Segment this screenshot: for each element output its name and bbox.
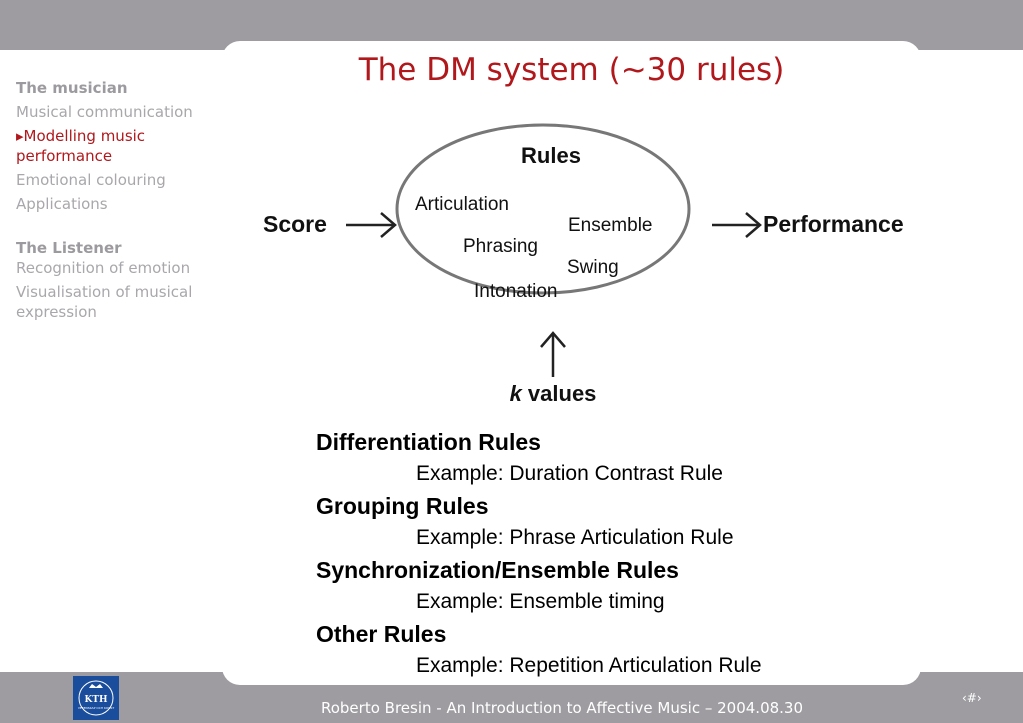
performance-label: Performance	[763, 211, 904, 237]
rule-group-title: Grouping Rules	[316, 493, 489, 519]
rule-label-ensemble: Ensemble	[568, 215, 653, 236]
score-label: Score	[263, 211, 327, 237]
sidebar-item-applications[interactable]: Applications	[16, 195, 108, 213]
page-number: ‹#›	[962, 691, 982, 705]
sidebar-item-modelling-music-performance[interactable]: ▸Modelling music performance	[16, 126, 206, 166]
sidebar-item-musical-communication[interactable]: Musical communication	[16, 103, 193, 121]
rules-ellipse	[395, 123, 691, 295]
rule-group-example: Example: Duration Contrast Rule	[416, 462, 723, 485]
dm-system-diagram: Rules Articulation Ensemble Phrasing Swi…	[263, 123, 904, 406]
k-values-label: k values	[510, 381, 597, 406]
sidebar-item-visualisation[interactable]: Visualisation of musical expression	[16, 283, 193, 321]
sidebar-item-emotional-colouring[interactable]: Emotional colouring	[16, 171, 166, 189]
rules-title: Rules	[521, 143, 581, 168]
footer-text: Roberto Bresin - An Introduction to Affe…	[320, 699, 804, 717]
rule-groups-list: Differentiation Rules Example: Duration …	[316, 426, 876, 682]
sidebar-heading-musician[interactable]: The musician	[16, 79, 128, 97]
sidebar-item-recognition-of-emotion[interactable]: Recognition of emotion	[16, 259, 191, 277]
rule-group-example: Example: Ensemble timing	[416, 590, 665, 613]
svg-text:VETENSKAP OCH KONST: VETENSKAP OCH KONST	[78, 706, 115, 710]
performance-arrow-icon	[712, 212, 762, 238]
rule-group-title: Differentiation Rules	[316, 429, 541, 455]
k-values-arrow-icon	[540, 331, 566, 377]
rule-label-intonation: Intonation	[474, 281, 557, 302]
rule-group-title: Other Rules	[316, 621, 447, 647]
svg-text:KTH: KTH	[84, 695, 108, 705]
sidebar-nav: The musician Musical communication ▸Mode…	[16, 78, 206, 322]
sidebar-heading-listener[interactable]: The Listener	[16, 239, 122, 257]
sidebar-item-label: Modelling music performance	[16, 127, 146, 165]
triangle-right-icon: ▸	[16, 127, 24, 145]
kth-logo: KTH VETENSKAP OCH KONST	[73, 676, 119, 720]
rule-label-phrasing: Phrasing	[463, 236, 538, 257]
rule-label-swing: Swing	[567, 257, 619, 278]
rule-group-example: Example: Repetition Articulation Rule	[416, 654, 762, 677]
score-arrow-icon	[346, 212, 397, 238]
rule-group-title: Synchronization/Ensemble Rules	[316, 557, 679, 583]
slide-title: The DM system (~30 rules)	[358, 52, 785, 88]
rule-label-articulation: Articulation	[415, 194, 509, 215]
rule-group-example: Example: Phrase Articulation Rule	[416, 526, 734, 549]
